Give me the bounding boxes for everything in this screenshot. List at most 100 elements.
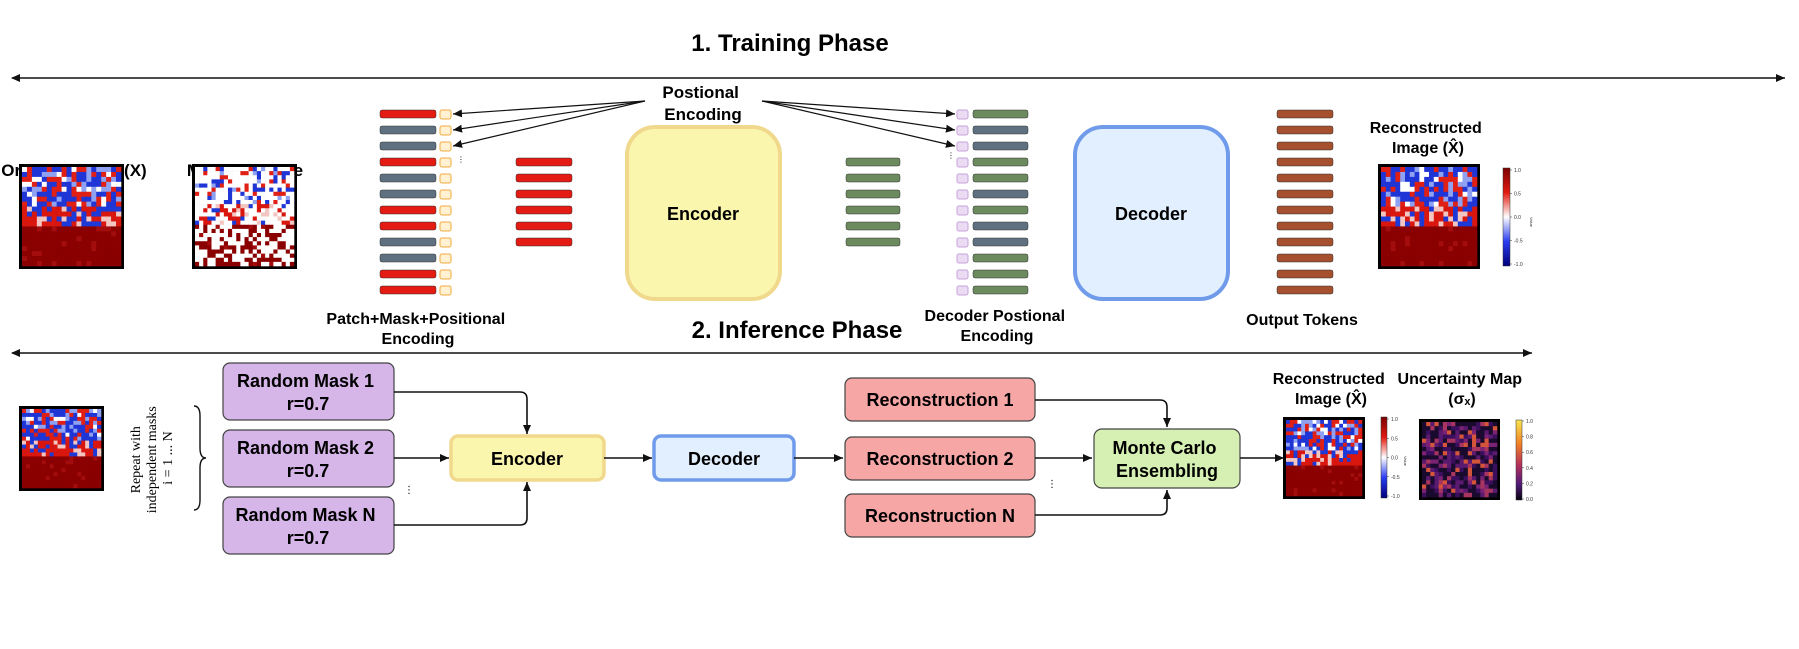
image-pixel [1301,488,1306,493]
image-pixel [1476,492,1481,498]
image-pixel [1409,186,1415,193]
image-pixel [1293,480,1298,485]
image-pixel [1472,459,1477,464]
image-pixel [1316,473,1321,478]
image-pixel [91,231,97,237]
image-pixel [31,216,38,222]
image-pixel [1448,241,1454,247]
image-pixel [65,456,70,461]
image-pixel [1467,206,1473,212]
image-pixel [1343,439,1348,444]
image-pixel [45,424,50,430]
image-pixel [69,409,74,414]
image-pixel [1422,422,1427,427]
image-pixel [61,436,66,441]
image-pixel [1343,469,1348,474]
image-pixel [199,233,204,238]
image-pixel [41,246,48,252]
image-pixel [71,216,77,222]
image-pixel [41,201,48,207]
image-pixel [1305,465,1310,470]
image-pixel [1346,477,1351,482]
image-pixel [265,228,270,234]
image-pixel [240,195,245,201]
image-pixel [81,480,86,485]
image-pixel [1447,442,1452,448]
image-pixel [1429,181,1435,188]
image-pixel [199,187,204,193]
image-pixel [1390,236,1396,242]
image-pixel [1488,430,1494,435]
image-pixel [41,456,46,461]
image-pixel [81,216,87,222]
image-pixel [57,448,62,453]
image-pixel [269,228,274,234]
image-pixel [1492,422,1498,427]
image-pixel [1335,450,1340,455]
image-pixel [1308,427,1313,432]
decoder-token [972,253,1029,263]
image-pixel [45,484,50,489]
image-pixel [248,179,254,184]
image-pixel [1343,484,1348,489]
image-pixel [86,206,92,212]
image-pixel [273,167,278,172]
image-pixel [86,221,92,227]
image-pixel [215,183,221,188]
image-pixel [85,444,90,449]
image-pixel [51,236,57,242]
image-pixel [1405,241,1411,247]
image-pixel [1289,465,1294,470]
image-pixel [1335,461,1340,466]
image-pixel [69,472,74,477]
image-pixel [195,220,200,226]
image-pixel [1308,492,1313,497]
image-pixel [248,253,254,259]
image-pixel [252,237,258,242]
image-pixel [1350,431,1355,436]
image-pixel [228,191,233,197]
image-pixel [1422,492,1427,498]
image-pixel [56,236,62,242]
image-pixel [1480,426,1485,431]
image-pixel [203,179,208,184]
decoder-token [972,125,1029,135]
image-pixel [41,256,48,262]
image-pixel [86,167,92,173]
image-pixel [1286,480,1291,485]
image-pixel [56,246,62,252]
image-pixel [1434,467,1439,473]
image-pixel [1453,216,1459,222]
image-pixel [269,179,274,184]
image-pixel [1297,477,1302,482]
image-pixel [1459,451,1464,456]
image-pixel [1409,246,1415,252]
image-pixel [69,428,74,433]
image-pixel [96,241,102,247]
positional-token [439,141,452,152]
patch-token [379,109,437,119]
image-pixel [1385,211,1391,217]
image-pixel [53,456,58,461]
image-pixel [1457,201,1463,207]
image-pixel [1316,423,1321,428]
image-pixel [45,468,50,473]
image-pixel [273,237,278,242]
image-pixel [1293,469,1298,474]
image-pixel [1289,446,1294,451]
image-pixel [281,200,287,205]
image-pixel [1438,176,1444,183]
inference-colorbar-tick-label: 0.5 [1391,436,1398,442]
inference-colorbar-tick-label: -0.5 [1391,475,1400,481]
image-pixel [33,468,39,473]
image-pixel [1480,476,1485,481]
image-pixel [244,216,249,221]
image-pixel [93,484,98,489]
image-pixel [244,191,249,197]
image-pixel [53,480,58,485]
image-pixel [1453,251,1459,257]
image-pixel [1442,480,1448,485]
image-pixel [240,224,245,230]
image-pixel [281,183,287,188]
